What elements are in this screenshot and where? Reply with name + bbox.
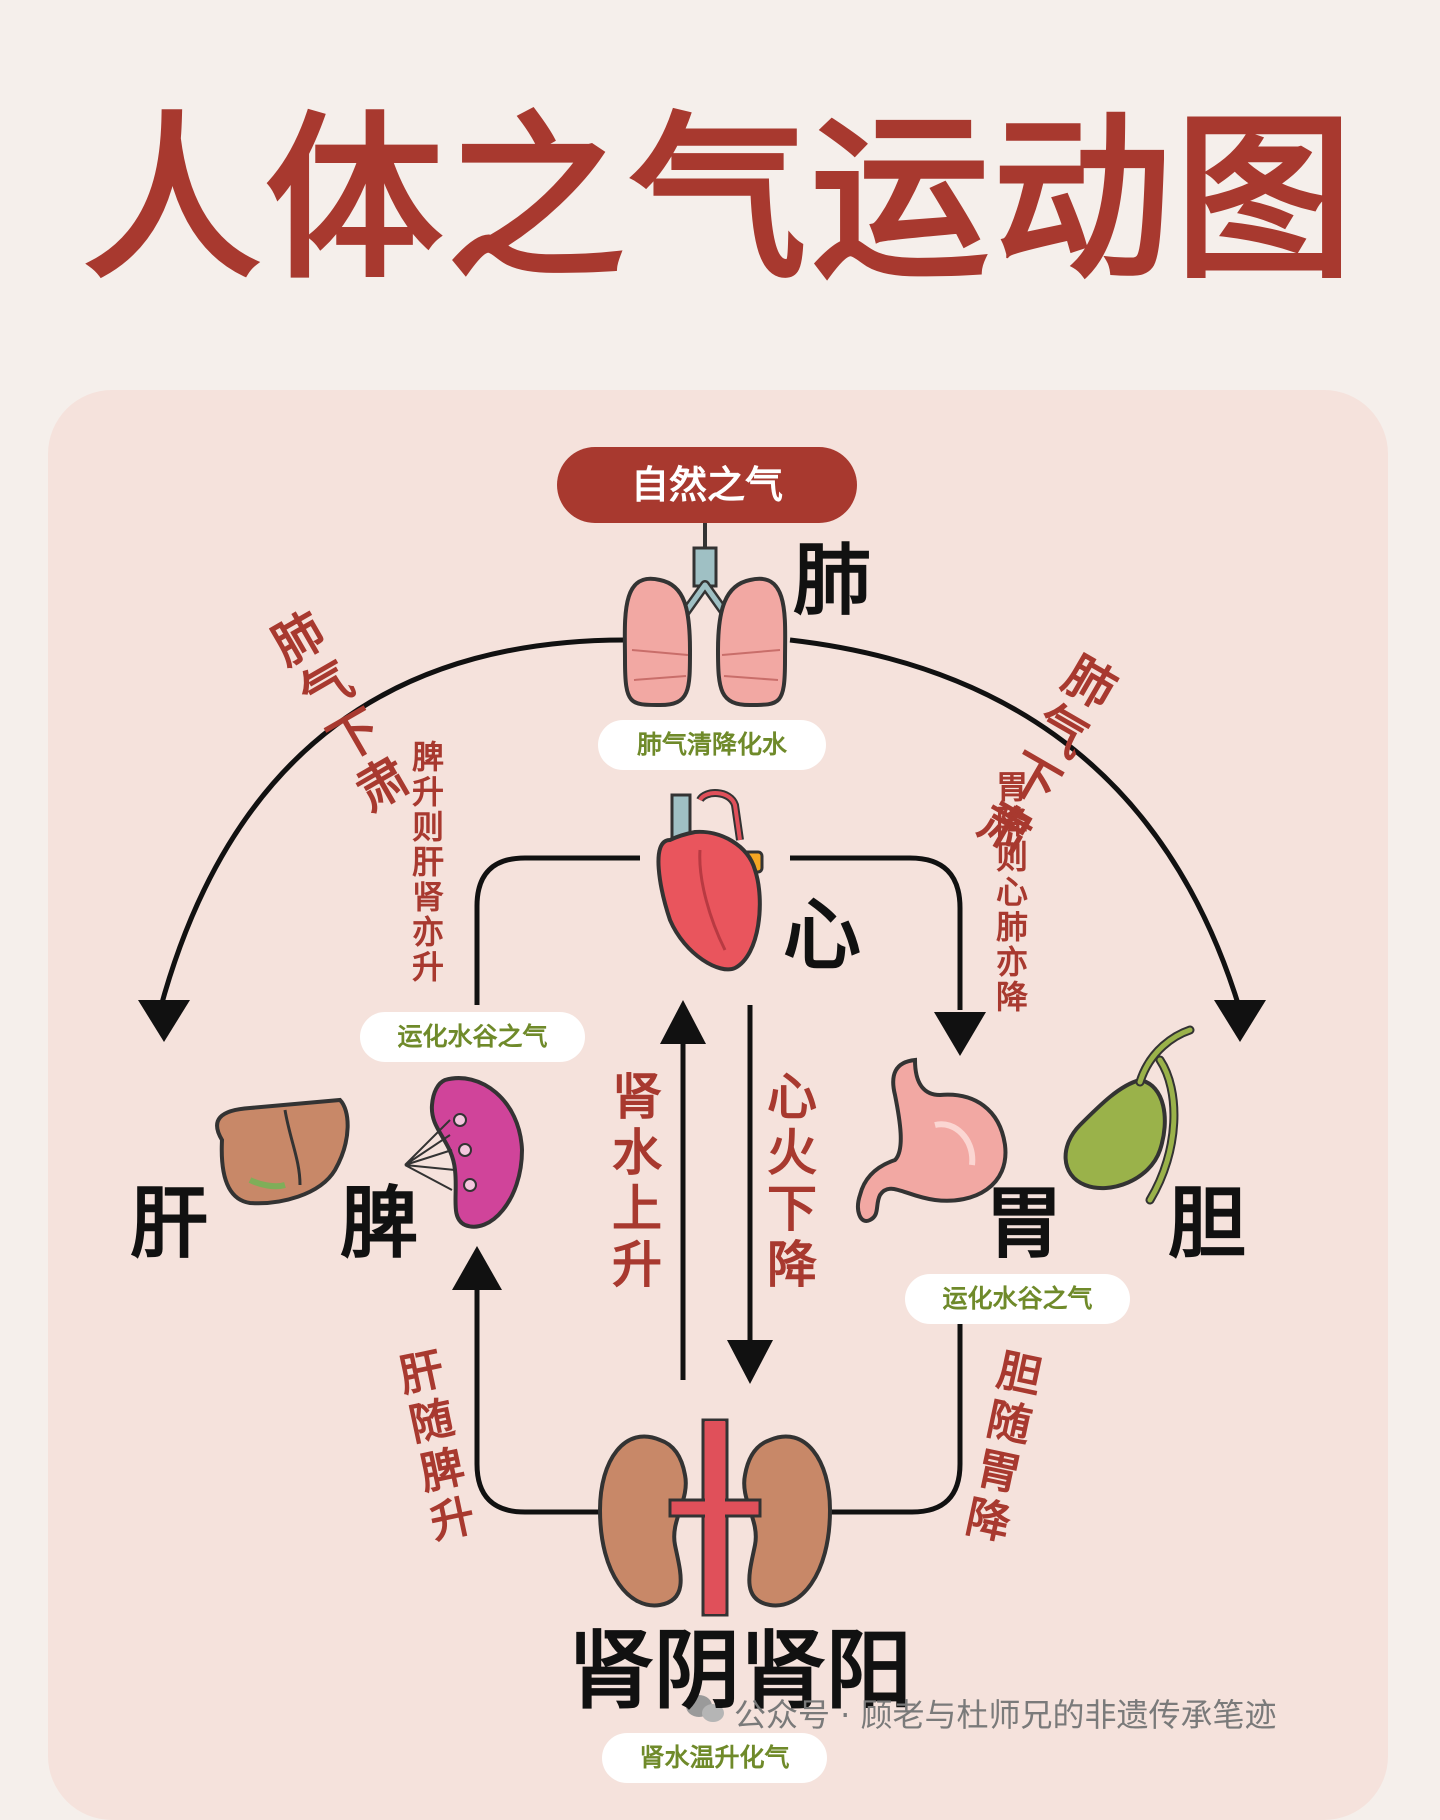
organ-label-kidney: 肾阴肾阳 bbox=[568, 1620, 912, 1721]
label-kidney-water-rise: 肾水上升 bbox=[604, 1070, 662, 1294]
arrowhead-heart bbox=[660, 1000, 706, 1044]
footer-channel-name: 顾老与杜师兄的非遗传承笔迹 bbox=[860, 1696, 1277, 1734]
organ-label-lung: 肺 bbox=[793, 535, 872, 626]
pill-kidney: 肾水温升化气 bbox=[602, 1733, 827, 1783]
footer-prefix: 公众号 · bbox=[734, 1696, 861, 1734]
arrow-kidney-to-spleen bbox=[474, 1290, 600, 1515]
wechat-icon bbox=[686, 1695, 724, 1722]
spleen-illustration bbox=[404, 1076, 525, 1229]
arrowhead-liver bbox=[138, 1000, 190, 1042]
gallbladder-illustration bbox=[1063, 1025, 1195, 1205]
arrow-lung-to-liver bbox=[157, 637, 626, 1011]
label-stomach-fall: 胃降则心肺亦降 bbox=[991, 770, 1029, 1015]
organ-label-stomach: 胃 bbox=[985, 1178, 1064, 1269]
organ-label-gallbladder: 胆 bbox=[1168, 1178, 1247, 1269]
natural-qi-label: 自然之气 bbox=[557, 447, 857, 523]
stomach-illustration bbox=[856, 1057, 1008, 1223]
arrow-lung-to-gallbladder bbox=[789, 637, 1243, 1011]
arrowhead-stomach bbox=[934, 1012, 986, 1056]
heart-illustration bbox=[656, 789, 764, 972]
arrowhead-kidney bbox=[727, 1340, 773, 1384]
label-heart-fire-descend: 心火下降 bbox=[759, 1070, 817, 1294]
organ-label-liver: 肝 bbox=[130, 1178, 209, 1269]
footer-credit: 公众号 · 顾老与杜师兄的非遗传承笔迹 bbox=[690, 1690, 1277, 1736]
page-title: 人体之气运动图 bbox=[83, 94, 1357, 303]
line-heart-to-spleen bbox=[474, 855, 640, 1005]
kidney-illustration bbox=[597, 1418, 833, 1617]
label-spleen-rise: 脾升则肝肾亦升 bbox=[407, 740, 445, 985]
liver-illustration bbox=[215, 1097, 350, 1206]
pill-spleen: 运化水谷之气 bbox=[360, 1012, 585, 1062]
organ-label-heart: 心 bbox=[783, 890, 862, 981]
arrowhead-spleen bbox=[452, 1246, 502, 1290]
arrowhead-gallbladder bbox=[1214, 1000, 1266, 1042]
pill-stomach: 运化水谷之气 bbox=[905, 1274, 1130, 1324]
line-stomach-to-kidney bbox=[830, 1320, 963, 1515]
lung-illustration bbox=[622, 546, 788, 708]
pill-lung: 肺气清降化水 bbox=[598, 720, 826, 770]
organ-label-spleen: 脾 bbox=[340, 1178, 419, 1269]
arrow-heart-to-stomach bbox=[790, 855, 963, 1010]
